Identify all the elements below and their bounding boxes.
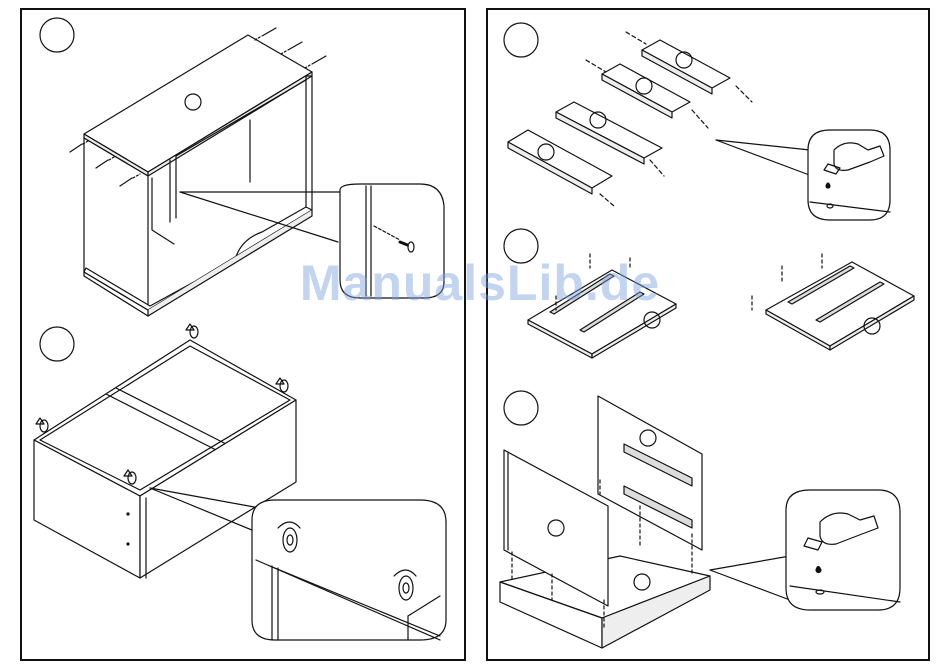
step-2-badge: [40, 327, 74, 361]
glue-callout-2: [786, 490, 900, 610]
cabinet-back-panel: [598, 396, 702, 550]
step-1-group: [40, 18, 444, 316]
board-1: [642, 40, 730, 88]
cabinet-top-panel: [84, 35, 312, 172]
step-4-group: [504, 229, 914, 358]
step-3-group: [504, 23, 890, 220]
board-3: [556, 102, 662, 158]
detail-callout: [340, 184, 444, 298]
step-4-badge: [504, 229, 538, 263]
step-3-badge: [504, 23, 538, 57]
step-5-badge: [504, 391, 538, 425]
step-1-badge: [40, 18, 74, 52]
step-2-group: [34, 324, 446, 640]
step-5-group: [500, 391, 900, 648]
